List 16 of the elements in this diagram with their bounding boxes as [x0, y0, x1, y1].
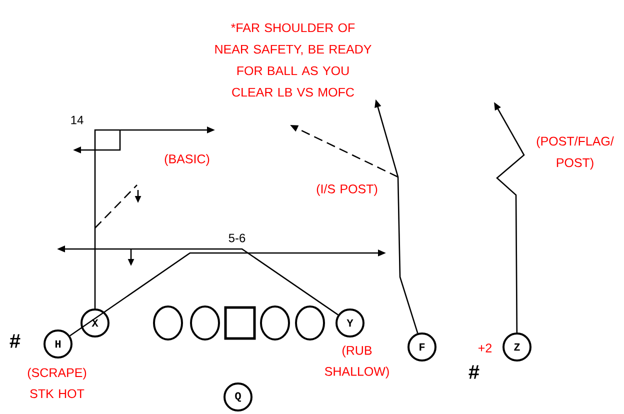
hash-mark: # [10, 334, 20, 348]
hash-mark: # [468, 365, 480, 379]
note-text: (BASIC) [164, 154, 210, 166]
depth-label: 14 [71, 116, 84, 124]
route-label: (RUB SHALLOW) [324, 346, 389, 378]
depth-label: 5-6 [228, 234, 246, 242]
lineman-circle [153, 306, 183, 340]
note-text: (POST/FLAG/ POST) [536, 136, 614, 170]
lineman-circle [190, 306, 220, 340]
center-square [224, 306, 256, 340]
lineman-circle [260, 306, 290, 340]
route-label: +2 [478, 344, 492, 352]
route-label: (SCRAPE) STK HOT [28, 368, 86, 398]
note-text: *FAR SHOULDER OF NEAR SAFETY, BE READY FOR BALL AS YOU CLEAR LB VS MOFC [215, 23, 372, 97]
note-text: (I/S POST) [316, 184, 378, 196]
lineman-circle [295, 306, 325, 340]
